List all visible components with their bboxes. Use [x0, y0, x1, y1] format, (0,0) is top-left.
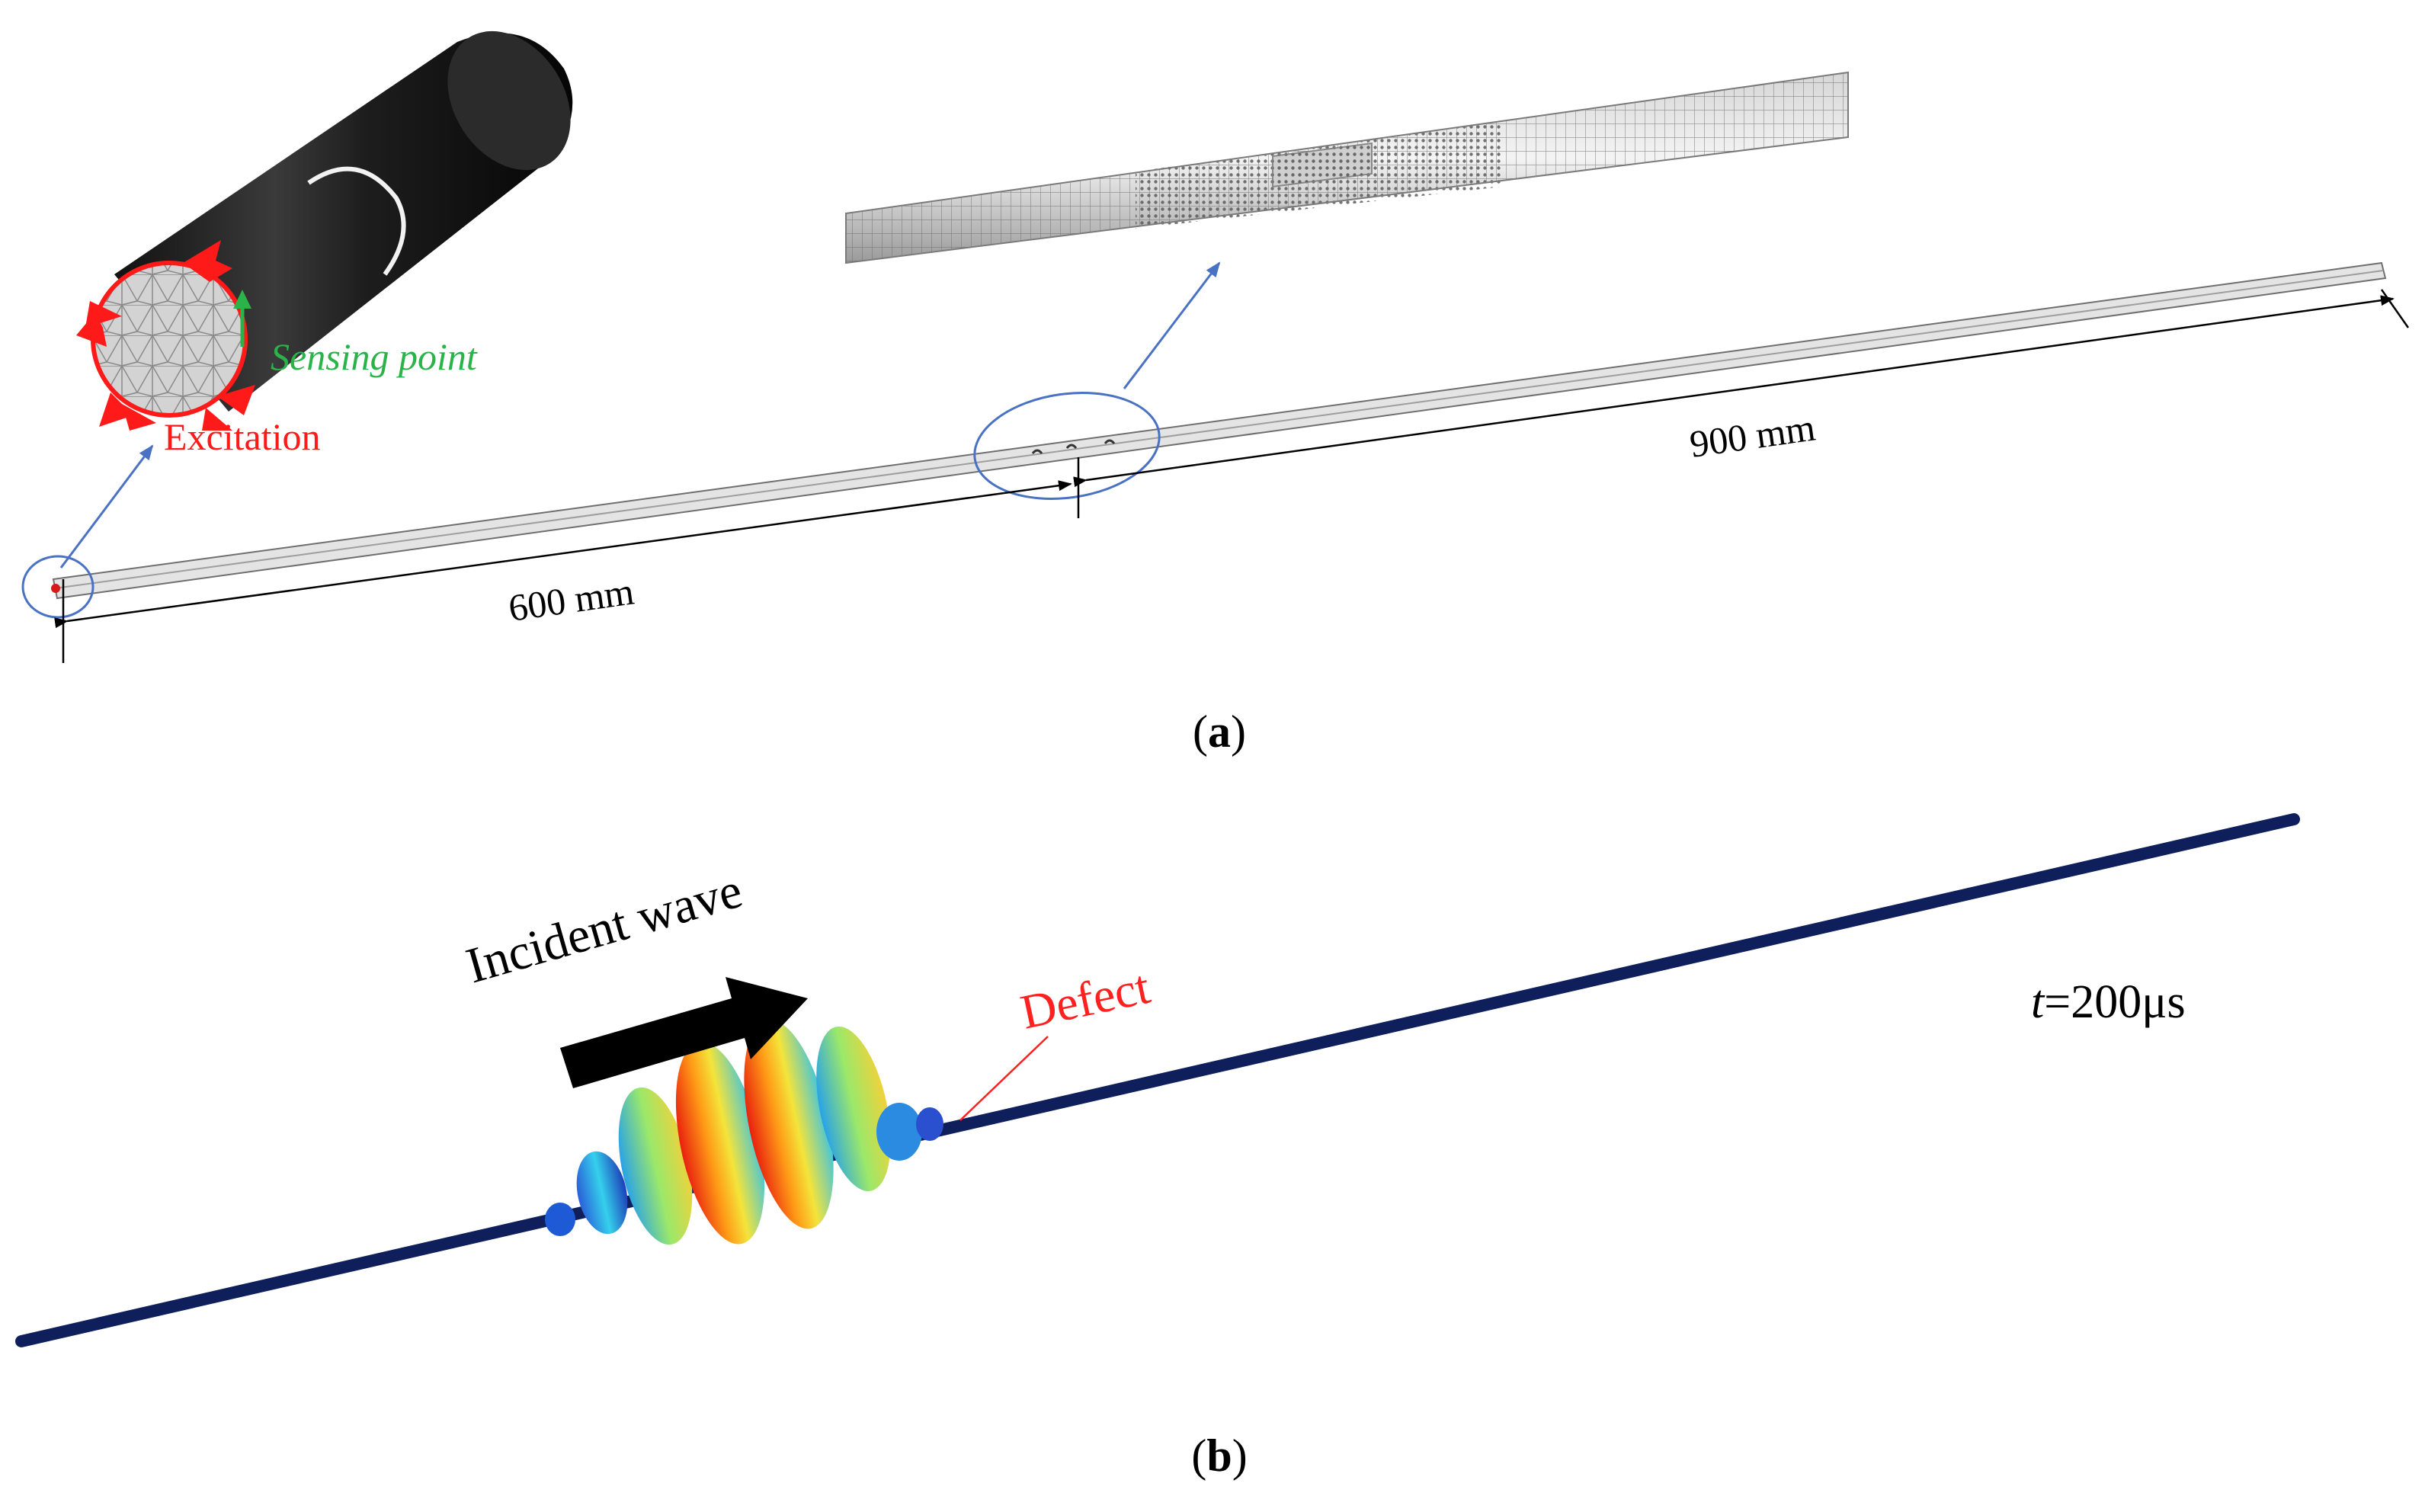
incident-wave-label: Incident wave: [460, 863, 748, 995]
dimension-lines: [54, 289, 2410, 663]
panel-a: Sensing point Excitation: [21, 30, 2410, 757]
wave-packet: [545, 1019, 943, 1245]
dimension-900-label: 900 mm: [1687, 405, 1818, 465]
excitation-arrows: [76, 240, 255, 431]
dimension-600-label: 600 mm: [506, 569, 637, 629]
excitation-arrow-bottom-right: [217, 385, 255, 415]
defect-mesh-outline: [845, 71, 1849, 264]
cross-section-mesh: [93, 263, 245, 415]
cylinder-far-cap: [447, 30, 571, 171]
excitation-label: Excitation: [164, 415, 321, 458]
wave-lobe-4: [675, 1042, 765, 1245]
excitation-arrow-bottom-right-2: [202, 408, 232, 431]
rod-a-end-dot: [51, 584, 60, 593]
time-label: t=200μs: [2031, 976, 2186, 1028]
rod-a: [51, 261, 2387, 600]
defect-neck-mesh: [1273, 143, 1372, 187]
excitation-arrow-left-2: [85, 301, 122, 328]
right-arrow-icon: [560, 977, 808, 1088]
rod-b: [15, 813, 2300, 1347]
dim-line-900: [1073, 295, 2395, 488]
panel-b: Incident wave Defect t=200μs (b): [15, 813, 2300, 1481]
defect-mesh-inset: [845, 71, 1849, 264]
panel-b-label: (b): [1191, 1430, 1247, 1481]
mesh-callout-arrow: [1123, 261, 1221, 389]
sensing-point-label: Sensing point: [271, 335, 478, 378]
rod-a-highlight: [54, 270, 2384, 589]
wave-lobe-5: [744, 1019, 834, 1229]
inset-callout-arrow: [59, 444, 154, 569]
dim-tick-right: [2380, 289, 2410, 328]
wave-lobe-7: [876, 1103, 922, 1161]
excitation-arrow-top: [183, 240, 232, 282]
excitation-arrow-bottom-left: [99, 392, 133, 427]
wave-lobe-2: [576, 1151, 628, 1235]
defect-leader-line: [959, 1036, 1049, 1121]
sensing-point-arrowhead: [233, 290, 251, 309]
wave-lobe-1: [545, 1203, 575, 1236]
dim-line-600: [54, 480, 1072, 629]
defect-label: Defect: [1016, 959, 1155, 1040]
panel-a-label: (a): [1193, 706, 1246, 757]
cylinder-seam: [307, 166, 406, 276]
wave-lobe-8: [916, 1107, 943, 1141]
cylinder-inset: Sensing point Excitation: [76, 30, 573, 458]
excitation-arrow-bottom-left-2: [122, 404, 156, 431]
wave-lobe-6: [816, 1027, 891, 1191]
wave-lobe-3: [618, 1087, 693, 1245]
rod-a-body: [52, 261, 2387, 600]
